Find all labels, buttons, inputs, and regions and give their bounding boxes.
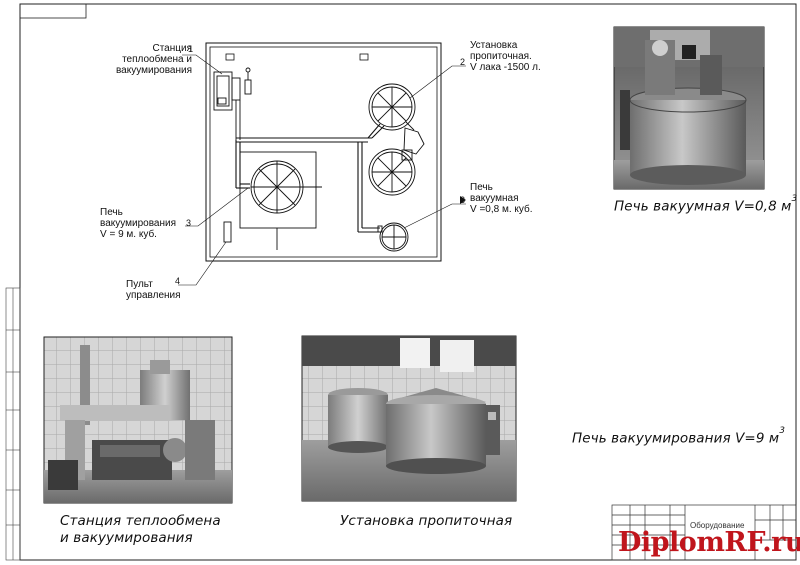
caption-vacuum-oven: Печь вакуумная V=0,8 м3 <box>614 194 798 215</box>
title-block-title: Оборудование <box>690 521 745 530</box>
vacuum-oven-small-plan <box>377 222 409 252</box>
caption-vacuum-drying-oven: Печь вакуумирования V=9 м3 <box>572 426 786 447</box>
label-vacuum-oven: Печь вакуумная V =0,8 м. куб. <box>470 182 533 215</box>
label-control-panel-num: 4 <box>175 276 181 286</box>
pipelines <box>235 123 385 233</box>
caption-impregnation: Установка пропиточная <box>340 513 513 529</box>
station-equipment <box>213 67 252 140</box>
label-control-panel: Пульт управления <box>126 279 181 301</box>
photo-station <box>43 336 233 504</box>
label-vacuum-oven-num: 3 <box>460 195 466 205</box>
plant-layout-schematic <box>178 42 466 286</box>
label-station: Станция теплообмена и вакуумирования <box>115 43 192 76</box>
left-margin-stamp <box>5 287 21 561</box>
label-station-num: 1 <box>188 44 194 54</box>
vacuum-drying-oven-plan <box>239 151 322 250</box>
diplomrf-logo: DiplomRF.ru <box>618 527 800 558</box>
control-panel-plan <box>223 221 232 243</box>
photo-vacuum-oven <box>613 26 765 190</box>
impregnation-tanks-plan <box>368 83 425 196</box>
label-vacuum-drying-oven-num: 3 <box>186 218 192 228</box>
label-vacuum-drying-oven: Печь вакуумирования V = 9 м. куб. <box>100 207 177 240</box>
label-impregnation: Установка пропиточная. V лака -1500 л. <box>470 40 541 73</box>
title-block <box>611 504 797 561</box>
label-impregnation-num: 2 <box>460 57 466 67</box>
photo-impregnation <box>301 335 517 502</box>
leader-lines <box>178 54 466 286</box>
caption-station: Станция теплообмена и вакуумирования <box>60 513 221 546</box>
arrow-mark <box>460 196 466 204</box>
